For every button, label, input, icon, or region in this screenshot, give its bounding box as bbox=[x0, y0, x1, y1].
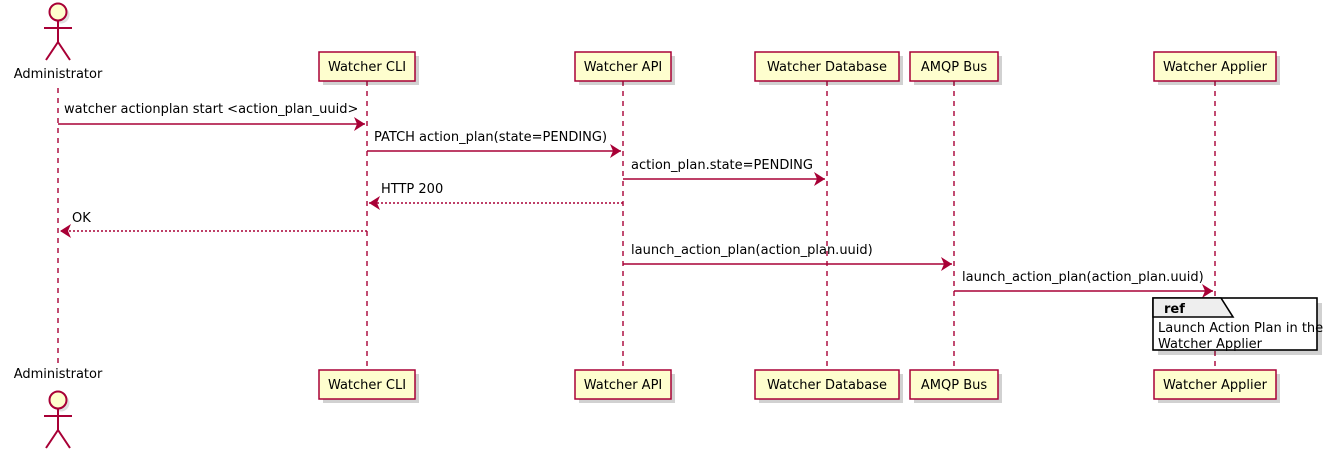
participant-box[interactable] bbox=[754, 51, 900, 82]
participant-amqp-bus-top[interactable]: AMQP Bus bbox=[909, 51, 1002, 85]
message-4[interactable]: HTTP 200 bbox=[369, 182, 623, 210]
message-arrowhead bbox=[941, 257, 952, 271]
message-1[interactable]: watcher actionplan start <action_plan_uu… bbox=[58, 102, 365, 131]
ref-fragment-tab-label: ref bbox=[1164, 302, 1185, 317]
message-2[interactable]: PATCH action_plan(state=PENDING) bbox=[367, 130, 621, 158]
message-5[interactable]: OK bbox=[60, 211, 367, 238]
message-label: OK bbox=[72, 211, 91, 226]
participant-label: Watcher Applier bbox=[1163, 60, 1268, 75]
message-label: launch_action_plan(action_plan.uuid) bbox=[631, 243, 873, 258]
actor-leg-left bbox=[45, 429, 59, 449]
actor-administrator-bottom: Administrator bbox=[14, 367, 103, 449]
message-label: HTTP 200 bbox=[381, 182, 443, 197]
actor-label-administrator-bottom: Administrator bbox=[14, 367, 103, 382]
message-7[interactable]: launch_action_plan(action_plan.uuid) bbox=[954, 270, 1213, 298]
participant-label: AMQP Bus bbox=[921, 60, 987, 75]
participant-box[interactable] bbox=[574, 51, 672, 82]
participant-label: Watcher CLI bbox=[328, 60, 406, 75]
ref-fragment-line: Launch Action Plan in the bbox=[1158, 321, 1323, 336]
ref-fragment-line: Watcher Applier bbox=[1158, 337, 1263, 352]
participant-watcher-cli-top[interactable]: Watcher CLI bbox=[318, 51, 419, 85]
participant-label: Watcher API bbox=[584, 378, 663, 393]
actor-label-administrator-top: Administrator bbox=[14, 67, 103, 82]
message-label: action_plan.state=PENDING bbox=[631, 158, 813, 173]
participant-box[interactable] bbox=[318, 51, 416, 82]
participant-watcher-database-bottom[interactable]: Watcher Database bbox=[754, 369, 903, 403]
participant-amqp-bus-bottom[interactable]: AMQP Bus bbox=[909, 369, 1002, 403]
actor-administrator-top: Administrator bbox=[14, 2, 103, 82]
message-label: launch_action_plan(action_plan.uuid) bbox=[962, 270, 1204, 285]
participant-label: Watcher Applier bbox=[1163, 378, 1268, 393]
participant-label: Watcher API bbox=[584, 60, 663, 75]
actor-head-icon bbox=[48, 2, 68, 22]
message-arrowhead bbox=[369, 196, 380, 210]
participant-label: Watcher CLI bbox=[328, 378, 406, 393]
message-3[interactable]: action_plan.state=PENDING bbox=[623, 158, 825, 186]
participant-watcher-applier-top[interactable]: Watcher Applier bbox=[1153, 51, 1280, 85]
message-label: watcher actionplan start <action_plan_uu… bbox=[64, 102, 358, 117]
participant-box[interactable] bbox=[318, 369, 416, 400]
participant-watcher-cli-bottom[interactable]: Watcher CLI bbox=[318, 369, 419, 403]
participant-box[interactable] bbox=[909, 369, 999, 400]
participant-box[interactable] bbox=[1153, 369, 1277, 400]
messages-layer: watcher actionplan start <action_plan_uu… bbox=[58, 102, 1213, 298]
participant-watcher-applier-bottom[interactable]: Watcher Applier bbox=[1153, 369, 1280, 403]
participant-box[interactable] bbox=[754, 369, 900, 400]
participant-watcher-api-top[interactable]: Watcher API bbox=[574, 51, 675, 85]
actor-leg-right bbox=[57, 429, 71, 449]
message-arrowhead bbox=[60, 224, 71, 238]
participant-watcher-api-bottom[interactable]: Watcher API bbox=[574, 369, 675, 403]
participant-label: Watcher Database bbox=[767, 378, 887, 393]
ref-fragment-tab bbox=[1152, 297, 1235, 318]
participant-box[interactable] bbox=[574, 369, 672, 400]
message-label: PATCH action_plan(state=PENDING) bbox=[374, 130, 607, 145]
participant-label: Watcher Database bbox=[767, 60, 887, 75]
participant-box[interactable] bbox=[909, 51, 999, 82]
ref-fragment-body[interactable] bbox=[1152, 297, 1318, 351]
message-arrowhead bbox=[814, 172, 825, 186]
message-arrowhead bbox=[354, 117, 365, 131]
actor-leg-right bbox=[57, 41, 71, 61]
message-6[interactable]: launch_action_plan(action_plan.uuid) bbox=[623, 243, 952, 271]
actor-leg-left bbox=[45, 41, 59, 61]
actor-head-icon bbox=[48, 390, 68, 410]
participant-label: AMQP Bus bbox=[921, 378, 987, 393]
participant-watcher-database-top[interactable]: Watcher Database bbox=[754, 51, 903, 85]
participant-box[interactable] bbox=[1153, 51, 1277, 82]
message-arrowhead bbox=[1202, 284, 1213, 298]
message-arrowhead bbox=[610, 144, 621, 158]
